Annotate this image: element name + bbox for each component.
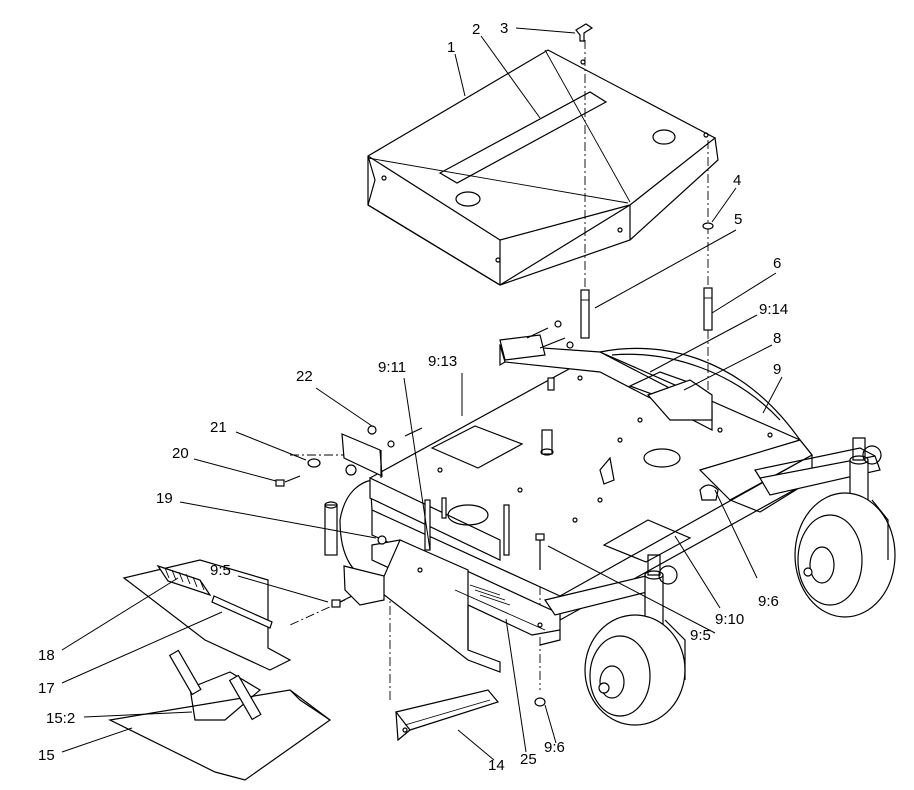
callout-9-11: 9:11 — [378, 359, 406, 376]
callout-25: 25 — [520, 751, 537, 768]
callout-9-6-right: 9:6 — [758, 593, 779, 610]
callout-9-14: 9:14 — [759, 301, 788, 318]
callout-9-10: 9:10 — [715, 611, 744, 628]
front-deflector — [371, 539, 561, 673]
callout-3: 3 — [500, 20, 508, 37]
cover-decal — [438, 91, 608, 184]
callout-9-6-bottom: 9:6 — [544, 739, 565, 756]
callout-6: 6 — [773, 255, 781, 272]
callout-15: 15 — [38, 747, 55, 764]
left-caster-wheel — [544, 554, 686, 726]
callout-19: 19 — [156, 490, 173, 507]
callout-9-5-left: 9:5 — [210, 562, 231, 579]
spacer-5 — [580, 289, 590, 339]
callout-21: 21 — [210, 419, 227, 436]
callout-4: 4 — [733, 172, 741, 189]
callout-9: 9 — [773, 361, 781, 378]
callout-5: 5 — [734, 211, 742, 228]
cover-knob — [575, 23, 594, 42]
callout-1: 1 — [447, 39, 455, 56]
callout-20: 20 — [172, 445, 189, 462]
mower-deck — [339, 334, 813, 621]
hanger-bar — [394, 689, 500, 742]
callout-22: 22 — [296, 368, 313, 385]
left-hanger-bracket — [275, 425, 423, 487]
rear-bolts — [526, 320, 574, 349]
callout-8: 8 — [773, 330, 781, 347]
pivot-rod — [211, 595, 273, 629]
deck-cover — [367, 49, 719, 286]
discharge-chute — [108, 559, 332, 781]
callout-18: 18 — [38, 647, 55, 664]
callout-9-13: 9:13 — [428, 353, 457, 370]
right-caster-wheel — [754, 437, 896, 618]
spacer-6 — [703, 287, 713, 331]
callout-15-2: 15:2 — [46, 710, 75, 727]
callout-17: 17 — [38, 680, 55, 697]
leader-lines — [61, 27, 783, 761]
washer — [702, 222, 714, 230]
spring — [156, 564, 212, 597]
callout-14: 14 — [488, 757, 505, 774]
callout-2: 2 — [472, 21, 480, 38]
callout-9-5-right: 9:5 — [690, 627, 711, 644]
